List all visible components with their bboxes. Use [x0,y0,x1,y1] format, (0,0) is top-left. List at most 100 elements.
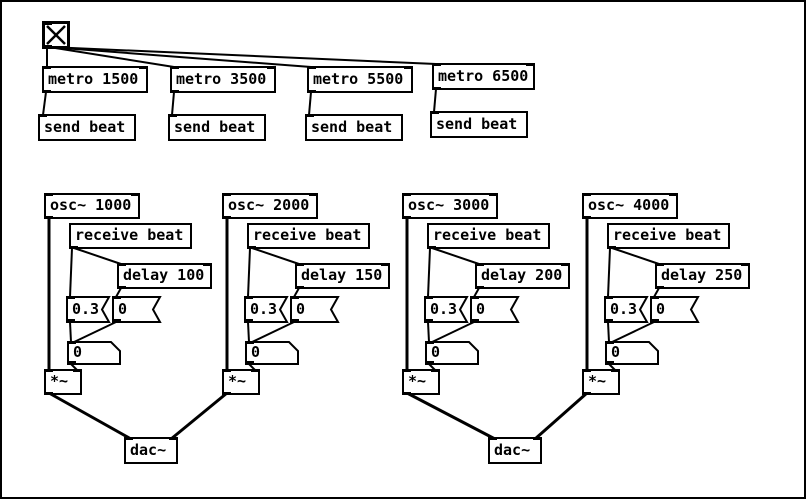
outlet-nub[interactable] [650,319,659,322]
zero-message-box[interactable]: 0 [650,296,700,323]
inlet-nub[interactable] [475,263,484,266]
outlet-nub[interactable] [44,216,53,219]
inlet-nub[interactable] [402,193,411,196]
inlet-nub[interactable] [611,369,620,372]
outlet-nub[interactable] [607,246,616,249]
outlet-nub[interactable] [582,392,591,395]
inlet-nub[interactable] [44,193,53,196]
receive-beat-object[interactable]: receive beat [69,223,192,249]
delay-200-object[interactable]: delay 200 [475,263,570,289]
metro-6500-object[interactable]: metro 6500 [432,63,535,90]
outlet-nub[interactable] [432,87,441,90]
inlet-nub[interactable] [169,437,178,440]
inlet-nub[interactable] [131,193,140,196]
inlet-nub[interactable] [244,296,253,299]
inlet-nub[interactable] [309,193,318,196]
outlet-nub[interactable] [475,286,484,289]
outlet-nub[interactable] [69,246,78,249]
outlet-nub[interactable] [44,392,53,395]
send-beat-object[interactable]: send beat [305,114,403,141]
inlet-nub[interactable] [124,437,133,440]
inlet-nub[interactable] [168,114,177,117]
dac-object[interactable]: dac~ [488,437,542,464]
inlet-nub[interactable] [245,341,254,344]
osc-4000-object[interactable]: osc~ 4000 [582,193,678,219]
inlet-nub[interactable] [605,341,614,344]
inlet-nub[interactable] [470,296,479,299]
send-beat-object[interactable]: send beat [38,114,136,141]
send-beat-object[interactable]: send beat [168,114,266,141]
outlet-nub[interactable] [470,319,479,322]
inlet-nub[interactable] [295,263,304,266]
inlet-nub[interactable] [561,263,570,266]
outlet-nub[interactable] [295,286,304,289]
inlet-nub[interactable] [43,22,52,25]
outlet-nub[interactable] [307,90,316,93]
inlet-nub[interactable] [582,369,591,372]
delay-100-object[interactable]: delay 100 [117,263,212,289]
outlet-nub[interactable] [582,216,591,219]
inlet-nub[interactable] [650,296,659,299]
outlet-nub[interactable] [245,361,254,364]
inlet-nub[interactable] [170,66,179,69]
inlet-nub[interactable] [526,63,535,66]
outlet-nub[interactable] [247,246,256,249]
zero-message-box[interactable]: 0 [112,296,162,323]
osc-1000-object[interactable]: osc~ 1000 [44,193,140,219]
outlet-nub[interactable] [655,286,664,289]
inlet-nub[interactable] [424,296,433,299]
amp-message-box[interactable]: 0.3 [66,296,111,323]
inlet-nub[interactable] [431,369,440,372]
send-beat-object[interactable]: send beat [430,111,528,138]
number-box[interactable]: 0 [245,341,299,365]
inlet-nub[interactable] [305,114,314,117]
outlet-nub[interactable] [66,319,75,322]
outlet-nub[interactable] [67,361,76,364]
multiply-object[interactable]: *~ [44,369,82,395]
osc-3000-object[interactable]: osc~ 3000 [402,193,498,219]
inlet-nub[interactable] [604,296,613,299]
inlet-nub[interactable] [112,296,121,299]
inlet-nub[interactable] [404,66,413,69]
inlet-nub[interactable] [42,66,51,69]
inlet-nub[interactable] [533,437,542,440]
metro-3500-object[interactable]: metro 3500 [170,66,276,93]
inlet-nub[interactable] [267,66,276,69]
osc-2000-object[interactable]: osc~ 2000 [222,193,318,219]
inlet-nub[interactable] [402,369,411,372]
metro-5500-object[interactable]: metro 5500 [307,66,413,93]
outlet-nub[interactable] [427,246,436,249]
inlet-nub[interactable] [741,263,750,266]
inlet-nub[interactable] [117,263,126,266]
dac-object[interactable]: dac~ [124,437,178,464]
number-box[interactable]: 0 [605,341,659,365]
outlet-nub[interactable] [605,361,614,364]
inlet-nub[interactable] [432,63,441,66]
outlet-nub[interactable] [244,319,253,322]
multiply-object[interactable]: *~ [402,369,440,395]
outlet-nub[interactable] [290,319,299,322]
outlet-nub[interactable] [402,392,411,395]
inlet-nub[interactable] [44,369,53,372]
inlet-nub[interactable] [203,263,212,266]
inlet-nub[interactable] [655,263,664,266]
inlet-nub[interactable] [582,193,591,196]
outlet-nub[interactable] [402,216,411,219]
outlet-nub[interactable] [222,392,231,395]
inlet-nub[interactable] [488,437,497,440]
receive-beat-object[interactable]: receive beat [607,223,730,249]
inlet-nub[interactable] [222,193,231,196]
outlet-nub[interactable] [425,361,434,364]
outlet-nub[interactable] [424,319,433,322]
outlet-nub[interactable] [222,216,231,219]
inlet-nub[interactable] [489,193,498,196]
toggle-box[interactable] [42,21,70,49]
amp-message-box[interactable]: 0.3 [604,296,649,323]
inlet-nub[interactable] [66,296,75,299]
inlet-nub[interactable] [290,296,299,299]
outlet-nub[interactable] [604,319,613,322]
inlet-nub[interactable] [425,341,434,344]
inlet-nub[interactable] [73,369,82,372]
multiply-object[interactable]: *~ [582,369,620,395]
inlet-nub[interactable] [38,114,47,117]
